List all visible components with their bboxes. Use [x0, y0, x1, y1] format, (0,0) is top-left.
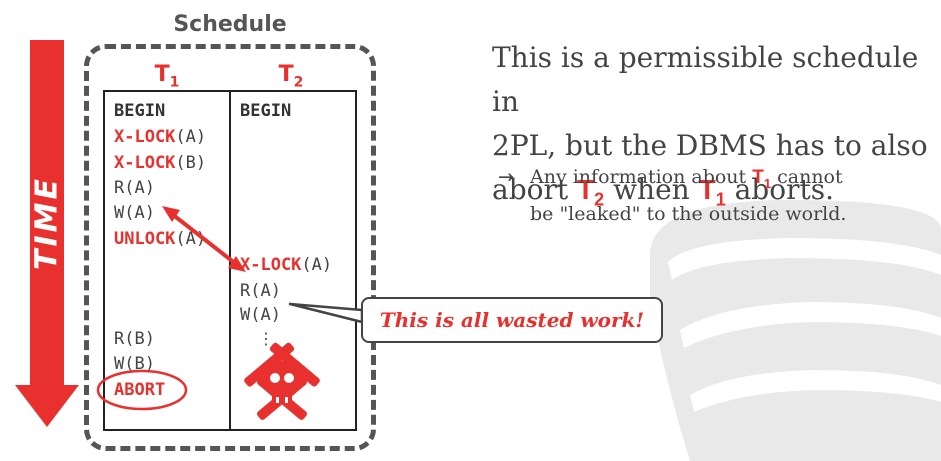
t1-write-b: W(B)	[114, 354, 155, 374]
t2-xlock-a: X-LOCK(A)	[240, 255, 333, 275]
description-line-3: abort T2 when T1 aborts.	[492, 173, 834, 210]
bullet-line-1: Any information about T1 cannot	[530, 166, 843, 191]
t2-begin: BEGIN	[240, 101, 292, 121]
t2-header: T2	[278, 62, 304, 91]
t1-read-a: R(A)	[114, 178, 155, 198]
t1-header: T1	[154, 62, 180, 91]
schedule-title: Schedule	[173, 12, 287, 37]
description-line-2: 2PL, but the DBMS has to also	[492, 129, 928, 162]
t2-write-a: W(A)	[240, 305, 281, 325]
t1-xlock-b: X-LOCK(B)	[114, 153, 207, 173]
bullet-point: → Any information about T1 cannot be "le…	[498, 162, 938, 229]
bullet-line-2: be "leaked" to the outside world.	[530, 202, 847, 225]
t1-write-a: W(A)	[114, 203, 155, 223]
description-line-1: This is a permissible schedule in	[492, 41, 919, 118]
t1-read-b: R(B)	[114, 329, 155, 349]
t1-begin: BEGIN	[114, 101, 166, 121]
t1-ref: T1	[698, 174, 726, 210]
t1-abort: ABORT	[114, 380, 166, 400]
description-paragraph: This is a permissible schedule in 2PL, b…	[492, 36, 937, 222]
bullet-arrow-icon: →	[498, 166, 514, 188]
skull-crossbones-icon	[244, 342, 320, 420]
t1-unlock-a: UNLOCK(A)	[114, 229, 207, 249]
t2-read-a: R(A)	[240, 281, 281, 301]
wasted-work-callout: This is all wasted work!	[361, 297, 663, 343]
t1-xlock-a: X-LOCK(A)	[114, 127, 207, 147]
schedule-box	[84, 44, 376, 451]
t2-ref: T2	[577, 174, 605, 210]
t2-ellipsis: ⋮	[258, 329, 274, 348]
abort-circle	[96, 369, 188, 411]
bidirectional-arrow-icon	[162, 206, 246, 272]
